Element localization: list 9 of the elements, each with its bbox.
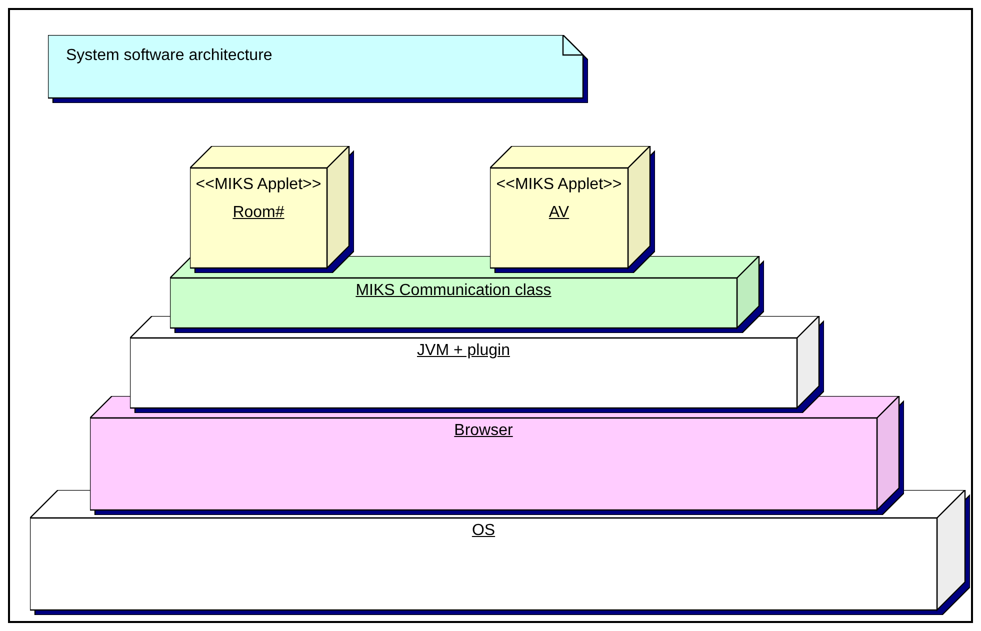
layer-name: Room# (232, 204, 286, 222)
note-text: System software architecture (66, 47, 272, 65)
layer-name: AV (548, 204, 570, 222)
layer-name: OS (470, 522, 496, 540)
layer-name: JVM + plugin (416, 342, 511, 360)
layer-name: Browser (453, 422, 514, 440)
stereotype-label: <<MIKS Applet>> (194, 176, 322, 194)
layer-name: MIKS Communication class (354, 282, 552, 300)
stereotype-label: <<MIKS Applet>> (495, 176, 623, 194)
